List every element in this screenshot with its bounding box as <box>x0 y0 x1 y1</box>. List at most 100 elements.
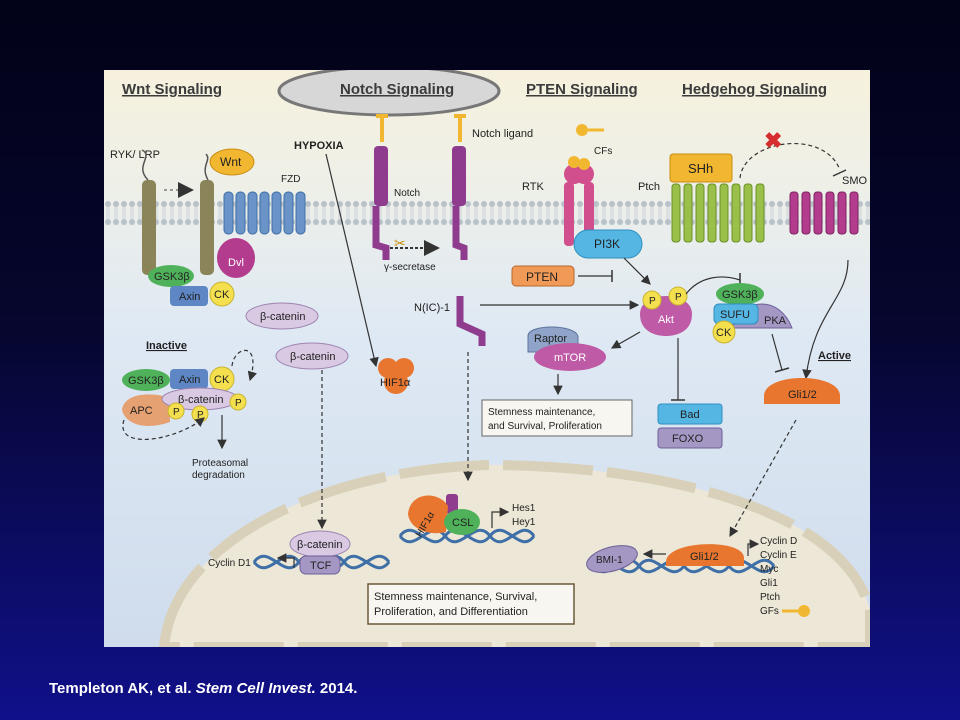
notch-receptor-2-lower <box>452 206 468 260</box>
hif1a-cyto <box>378 358 414 394</box>
stemness-nuc-box <box>367 583 575 625</box>
p-akt-2 <box>668 286 688 306</box>
citation: Templeton AK, et al. Stem Cell Invest. 2… <box>49 680 357 697</box>
pka-inhibits-gli <box>771 333 783 371</box>
label-gsk3b-hh: GSK3β <box>722 289 758 301</box>
label-foxo: FOXO <box>672 433 704 445</box>
lrp-receptor-2 <box>200 180 214 275</box>
notch-ligand-1 <box>376 114 388 142</box>
foxo <box>657 427 723 449</box>
label-sufu: SUFU <box>720 309 750 321</box>
p-inactive-1 <box>167 402 185 420</box>
label-ck-inactive: CK <box>214 374 230 386</box>
label-axin-inactive: Axin <box>179 374 200 386</box>
label-tcf: TCF <box>310 560 332 572</box>
arrow-gli-targets <box>747 539 760 556</box>
label-cfs: CFs <box>594 146 612 157</box>
label-b-catenin-nuc: β-catenin <box>297 539 342 551</box>
hh-target: Gli1 <box>760 578 778 589</box>
label-gsk3b-top: GSK3β <box>154 271 190 283</box>
mtor <box>534 343 606 371</box>
gli-nuc <box>666 544 744 566</box>
p-akt-1 <box>642 290 662 310</box>
axin-inactive <box>170 369 208 389</box>
label-gamma-secretase: γ-secretase <box>384 262 436 273</box>
wnt-ligand <box>209 148 255 176</box>
shh-ligand <box>669 153 733 183</box>
gsk3b-top <box>148 265 194 287</box>
notch-header-ellipse <box>277 70 501 117</box>
gsk3b-hh <box>716 283 764 305</box>
label-mtor: mTOR <box>554 352 586 364</box>
label-gli-cyto: Gli1/2 <box>788 389 817 401</box>
label-stemness-nuc-1: Stemness maintenance, Survival, <box>374 591 537 603</box>
inactive-return-arrow <box>122 417 205 440</box>
label-csl: CSL <box>452 517 473 529</box>
ryk-lrp-ligand-line <box>141 149 149 181</box>
label-stemness-cyto-1: Stemness maintenance, <box>488 407 595 418</box>
scissors-icon: ✂ <box>394 235 406 251</box>
label-b-catenin-1: β-catenin <box>260 311 305 323</box>
header-hedgehog: Hedgehog Signaling <box>682 81 827 98</box>
ck-top <box>209 281 235 307</box>
axin-top <box>170 286 208 306</box>
ck-hh <box>712 320 736 344</box>
smo-receptor <box>789 191 859 235</box>
arrow-cyclin-d1 <box>276 553 295 568</box>
label-notch-ligand: Notch ligand <box>472 128 533 140</box>
label-pka: PKA <box>764 315 787 327</box>
hh-target: Cyclin E <box>760 550 797 561</box>
dvl-protein <box>217 238 255 278</box>
signaling-pathways-figure: Wnt Signaling Notch Signaling PTEN Signa… <box>104 70 870 647</box>
gli-cyto <box>764 378 840 404</box>
arrow-hypoxia <box>325 153 379 368</box>
wnt-tether <box>204 153 209 181</box>
label-stemness-cyto-2: and Survival, Proliferation <box>488 421 602 432</box>
cell-membrane <box>104 201 870 227</box>
hh-target: Ptch <box>760 592 780 603</box>
citation-journal: Stem Cell Invest. <box>195 680 316 697</box>
label-pten: PTEN <box>526 270 558 284</box>
label-p-akt-1: P <box>649 296 656 307</box>
pten <box>511 265 575 287</box>
header-pten: PTEN Signaling <box>526 81 638 98</box>
label-p-inactive-3: P <box>235 398 242 409</box>
label-stemness-nuc-2: Proliferation, and Differentiation <box>374 606 528 618</box>
bmi1 <box>586 545 638 573</box>
notch-receptor-2 <box>452 146 466 206</box>
label-p-inactive-1: P <box>173 407 180 418</box>
label-gli-nuc: Gli1/2 <box>690 551 719 563</box>
citation-authors: Templeton AK, et al. <box>49 680 192 697</box>
header-wnt: Wnt Signaling <box>122 81 222 98</box>
nic-nuclear <box>446 494 458 514</box>
label-inactive: Inactive <box>146 340 187 352</box>
label-degradation: degradation <box>192 470 245 481</box>
apc-protein <box>122 394 170 426</box>
hh-target: Cyclin D <box>760 536 797 547</box>
label-hif1a-cyto: HIF1α <box>380 377 411 389</box>
b-catenin-1 <box>245 302 319 330</box>
label-ck-hh: CK <box>716 327 732 339</box>
label-akt: Akt <box>658 314 674 326</box>
notch-ligand-2 <box>454 114 466 142</box>
label-b-catenin-inactive: β-catenin <box>178 394 223 406</box>
nucleus <box>158 459 870 647</box>
tcf <box>299 555 341 575</box>
bad <box>657 403 723 425</box>
sufu <box>713 303 759 325</box>
pi3k <box>573 229 643 259</box>
label-raptor: Raptor <box>534 333 567 345</box>
label-ck-top: CK <box>214 289 230 301</box>
akt-inhibits-gsk3b <box>685 276 741 295</box>
label-b-catenin-2: β-catenin <box>290 351 335 363</box>
nic1-fragment <box>456 296 486 346</box>
label-fzd: FZD <box>281 174 300 185</box>
dna-helix-middle <box>398 528 536 544</box>
hif1a-nuc <box>408 495 448 534</box>
blocked-x-icon: ✖ <box>764 128 782 153</box>
ptch-receptor <box>671 183 765 243</box>
notch-receptor-1 <box>374 146 388 206</box>
arrow-gli-to-nucleus <box>729 419 797 538</box>
citation-year: 2014. <box>319 680 358 697</box>
ryk-lrp-receptor <box>142 180 156 275</box>
